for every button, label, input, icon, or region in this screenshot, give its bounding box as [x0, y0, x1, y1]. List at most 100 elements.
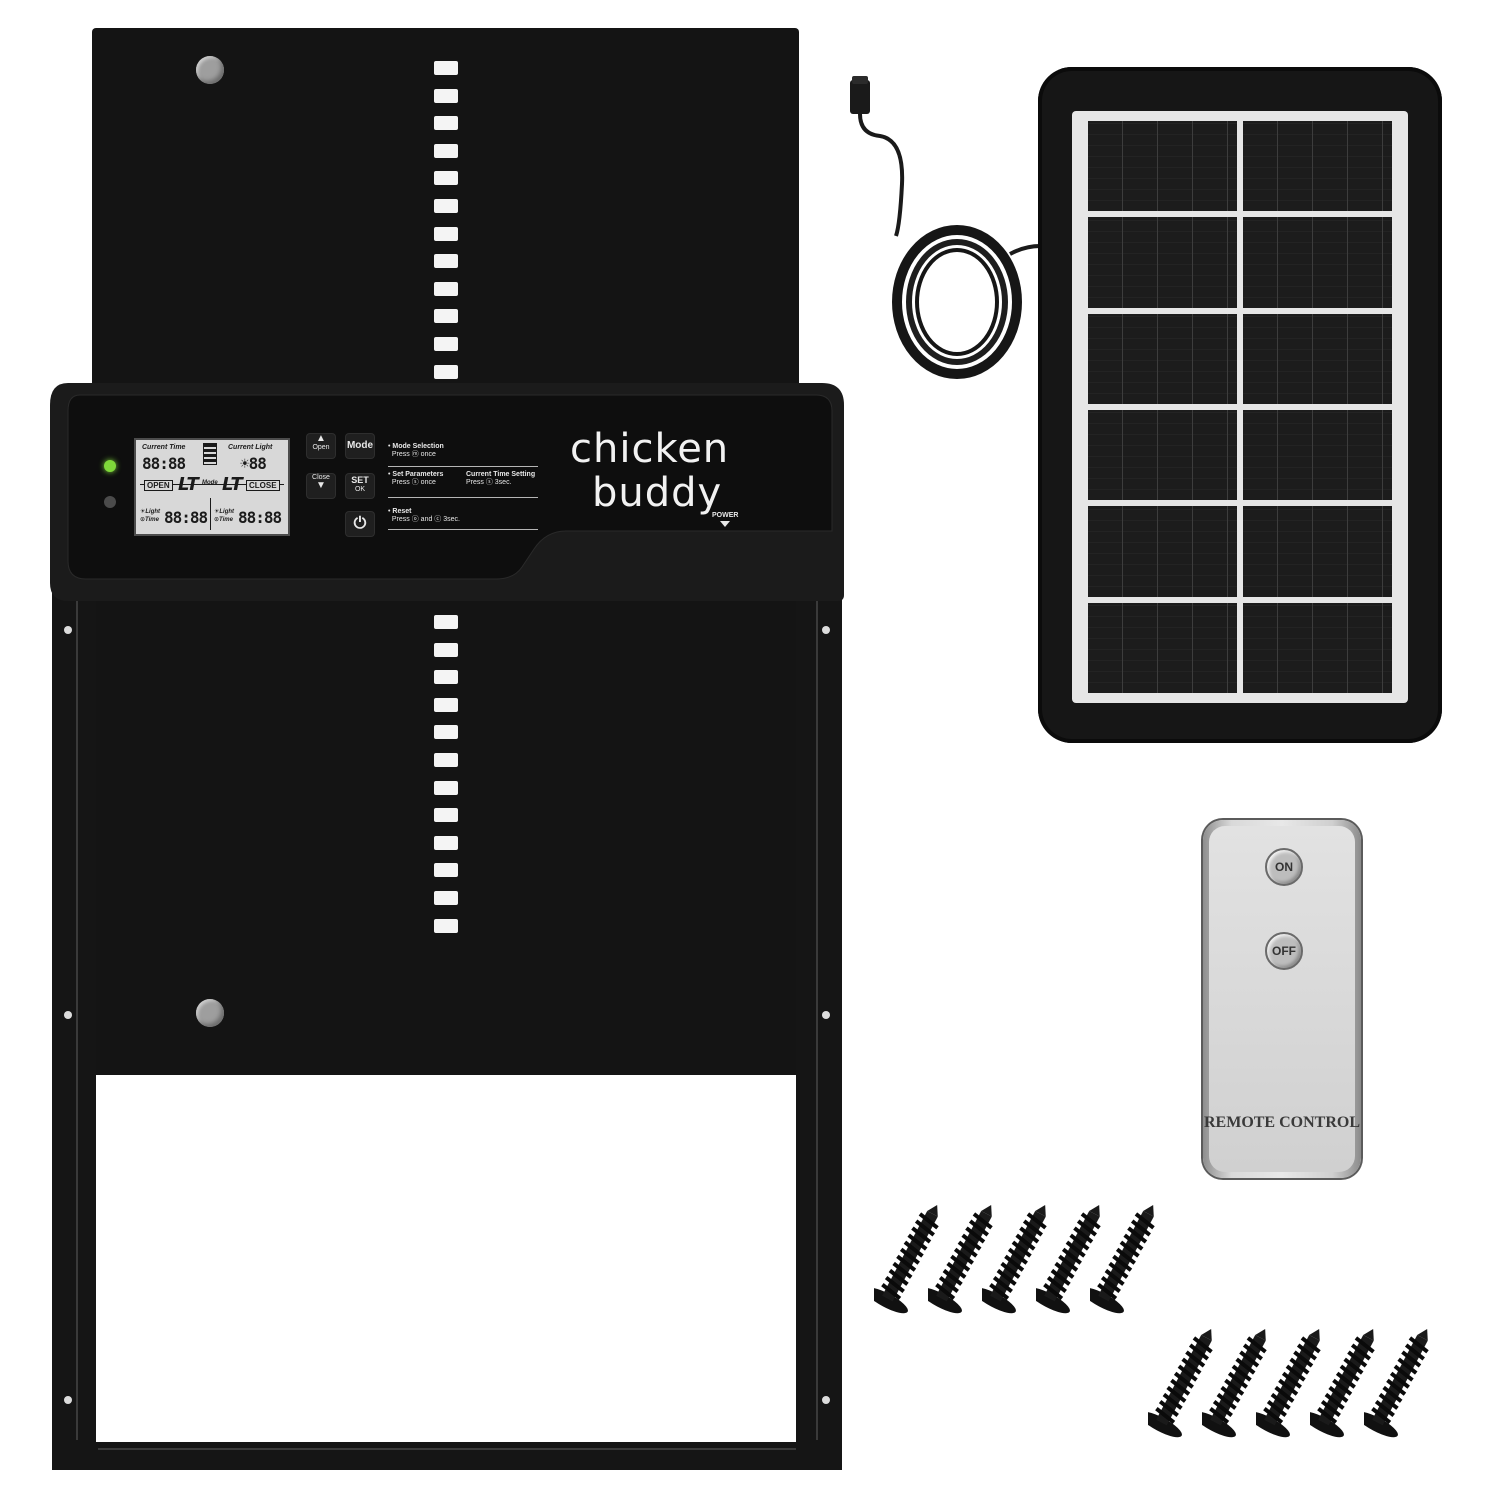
mode-button[interactable]: Mode: [346, 434, 374, 458]
door-slot: [434, 642, 458, 657]
lcd-current-light-value: ☀88: [240, 454, 267, 473]
solar-cell: [1088, 121, 1237, 212]
lcd-close-tag: CLOSE: [246, 480, 280, 491]
set-button-label: SET: [351, 475, 369, 485]
screw-icon: [1193, 1322, 1272, 1447]
lcd-mode-left: LT: [178, 474, 199, 495]
solar-cable: [850, 76, 1041, 379]
remote-on-button[interactable]: ON: [1265, 848, 1303, 886]
close-button-label: Close: [312, 474, 330, 481]
set-ok-button[interactable]: SET OK: [346, 474, 374, 498]
door-slot: [434, 615, 458, 629]
door-slot: [434, 891, 458, 905]
solar-cell: [1088, 506, 1237, 597]
lcd-right-value: 88:88: [238, 508, 282, 527]
open-button[interactable]: ▲ Open: [307, 434, 335, 458]
solar-cell: [1088, 410, 1237, 501]
lcd-display: Current Time Current Light 88:88 ☀88 OPE…: [134, 438, 290, 536]
door-slot: [434, 88, 458, 103]
instr-set-parameters-title: Set Parameters: [392, 471, 444, 478]
instr-mode-selection-body: Press ⓜ once: [391, 451, 436, 458]
lcd-mode-right: LT: [222, 474, 243, 495]
door-slot: [434, 116, 458, 131]
power-label: POWER: [712, 512, 739, 519]
instr-set-parameters-body: Press ⓢ once: [391, 479, 436, 486]
instr-set-parameters: • Set Parameters Press ⓢ once: [388, 471, 444, 486]
lcd-mode-label: Mode: [202, 480, 218, 486]
ok-button-label: OK: [354, 486, 366, 493]
door-slot: [434, 863, 458, 878]
instr-mode-selection: • Mode Selection Press ⓜ once: [388, 443, 444, 458]
instr-current-time: Current Time Setting Press ⓢ 3sec.: [466, 471, 535, 487]
screw-icon: [1247, 1322, 1326, 1447]
door-slot: [434, 199, 458, 213]
door-slot: [434, 918, 458, 933]
instr-mode-selection-title: Mode Selection: [392, 443, 444, 450]
instr-divider: [388, 497, 538, 498]
mount-hole: [64, 626, 72, 634]
instr-divider: [388, 529, 538, 530]
instr-reset-title: Reset: [392, 508, 412, 515]
door-slot: [434, 725, 458, 740]
door-opening: [96, 1075, 796, 1442]
lcd-current-light-label: Current Light: [228, 444, 273, 451]
battery-icon: [203, 443, 217, 465]
mount-hole: [822, 626, 830, 634]
lcd-right-light-label: ☀Light: [214, 509, 235, 515]
close-button[interactable]: Close ▼: [307, 474, 335, 498]
power-button[interactable]: ⏻: [346, 512, 374, 536]
lcd-open-tag: OPEN: [144, 480, 173, 491]
lcd-right-time-label: ⊙Time: [214, 517, 233, 523]
screw-icon: [1301, 1322, 1380, 1447]
open-button-label: Open: [312, 444, 330, 451]
solar-cell: [1088, 217, 1237, 308]
door-slot: [434, 254, 458, 269]
solar-cell: [1243, 313, 1392, 404]
door-slot: [434, 697, 458, 712]
door-slot: [434, 143, 458, 158]
door-slot: [434, 337, 458, 351]
lcd-current-time-value: 88:88: [142, 454, 186, 473]
lcd-left-value: 88:88: [164, 508, 208, 527]
screw-icon: [865, 1198, 944, 1323]
door-slot: [434, 808, 458, 823]
power-icon: ⏻: [353, 515, 367, 532]
door-slot: [434, 309, 458, 324]
screw-icon: [919, 1198, 998, 1323]
remote-off-button[interactable]: OFF: [1265, 932, 1303, 970]
instr-reset-body: Press ⓞ and ⓒ 3sec.: [391, 516, 460, 523]
mount-hole: [822, 1011, 830, 1019]
lcd-current-time-label: Current Time: [142, 444, 186, 451]
solar-cell: [1243, 506, 1392, 597]
brand-line-2: buddy: [592, 470, 723, 516]
mount-hole: [822, 1396, 830, 1404]
solar-panel: [1038, 67, 1442, 743]
door-bolt-bottom: [196, 999, 224, 1027]
door-slot: [434, 835, 458, 850]
screw-icon: [1081, 1198, 1160, 1323]
mount-hole: [64, 1011, 72, 1019]
solar-cell-grid: [1088, 121, 1392, 693]
solar-cell: [1243, 217, 1392, 308]
door-bolt-top: [196, 56, 224, 84]
door-slot: [434, 753, 458, 767]
mount-hole: [64, 1396, 72, 1404]
brand-line-1: chicken: [570, 426, 730, 472]
status-led-green: [104, 460, 116, 472]
instr-divider: [388, 466, 538, 467]
status-led-off: [104, 496, 116, 508]
door-frame: [52, 590, 842, 1470]
remote-control: ON OFF REMOTE CONTROL: [1203, 820, 1361, 1178]
frame-rail-left: [52, 590, 98, 1470]
door-slot: [434, 171, 458, 186]
screw-icon: [973, 1198, 1052, 1323]
door-slot: [434, 281, 458, 296]
lcd-left-light-label: ☀Light: [140, 509, 161, 515]
frame-bottom-bar: [52, 1440, 842, 1470]
solar-cell: [1243, 602, 1392, 693]
frame-rail-right: [796, 590, 842, 1470]
power-arrow-icon: [720, 521, 730, 527]
solar-cell: [1243, 121, 1392, 212]
solar-cell: [1088, 313, 1237, 404]
door-slot: [434, 61, 458, 75]
